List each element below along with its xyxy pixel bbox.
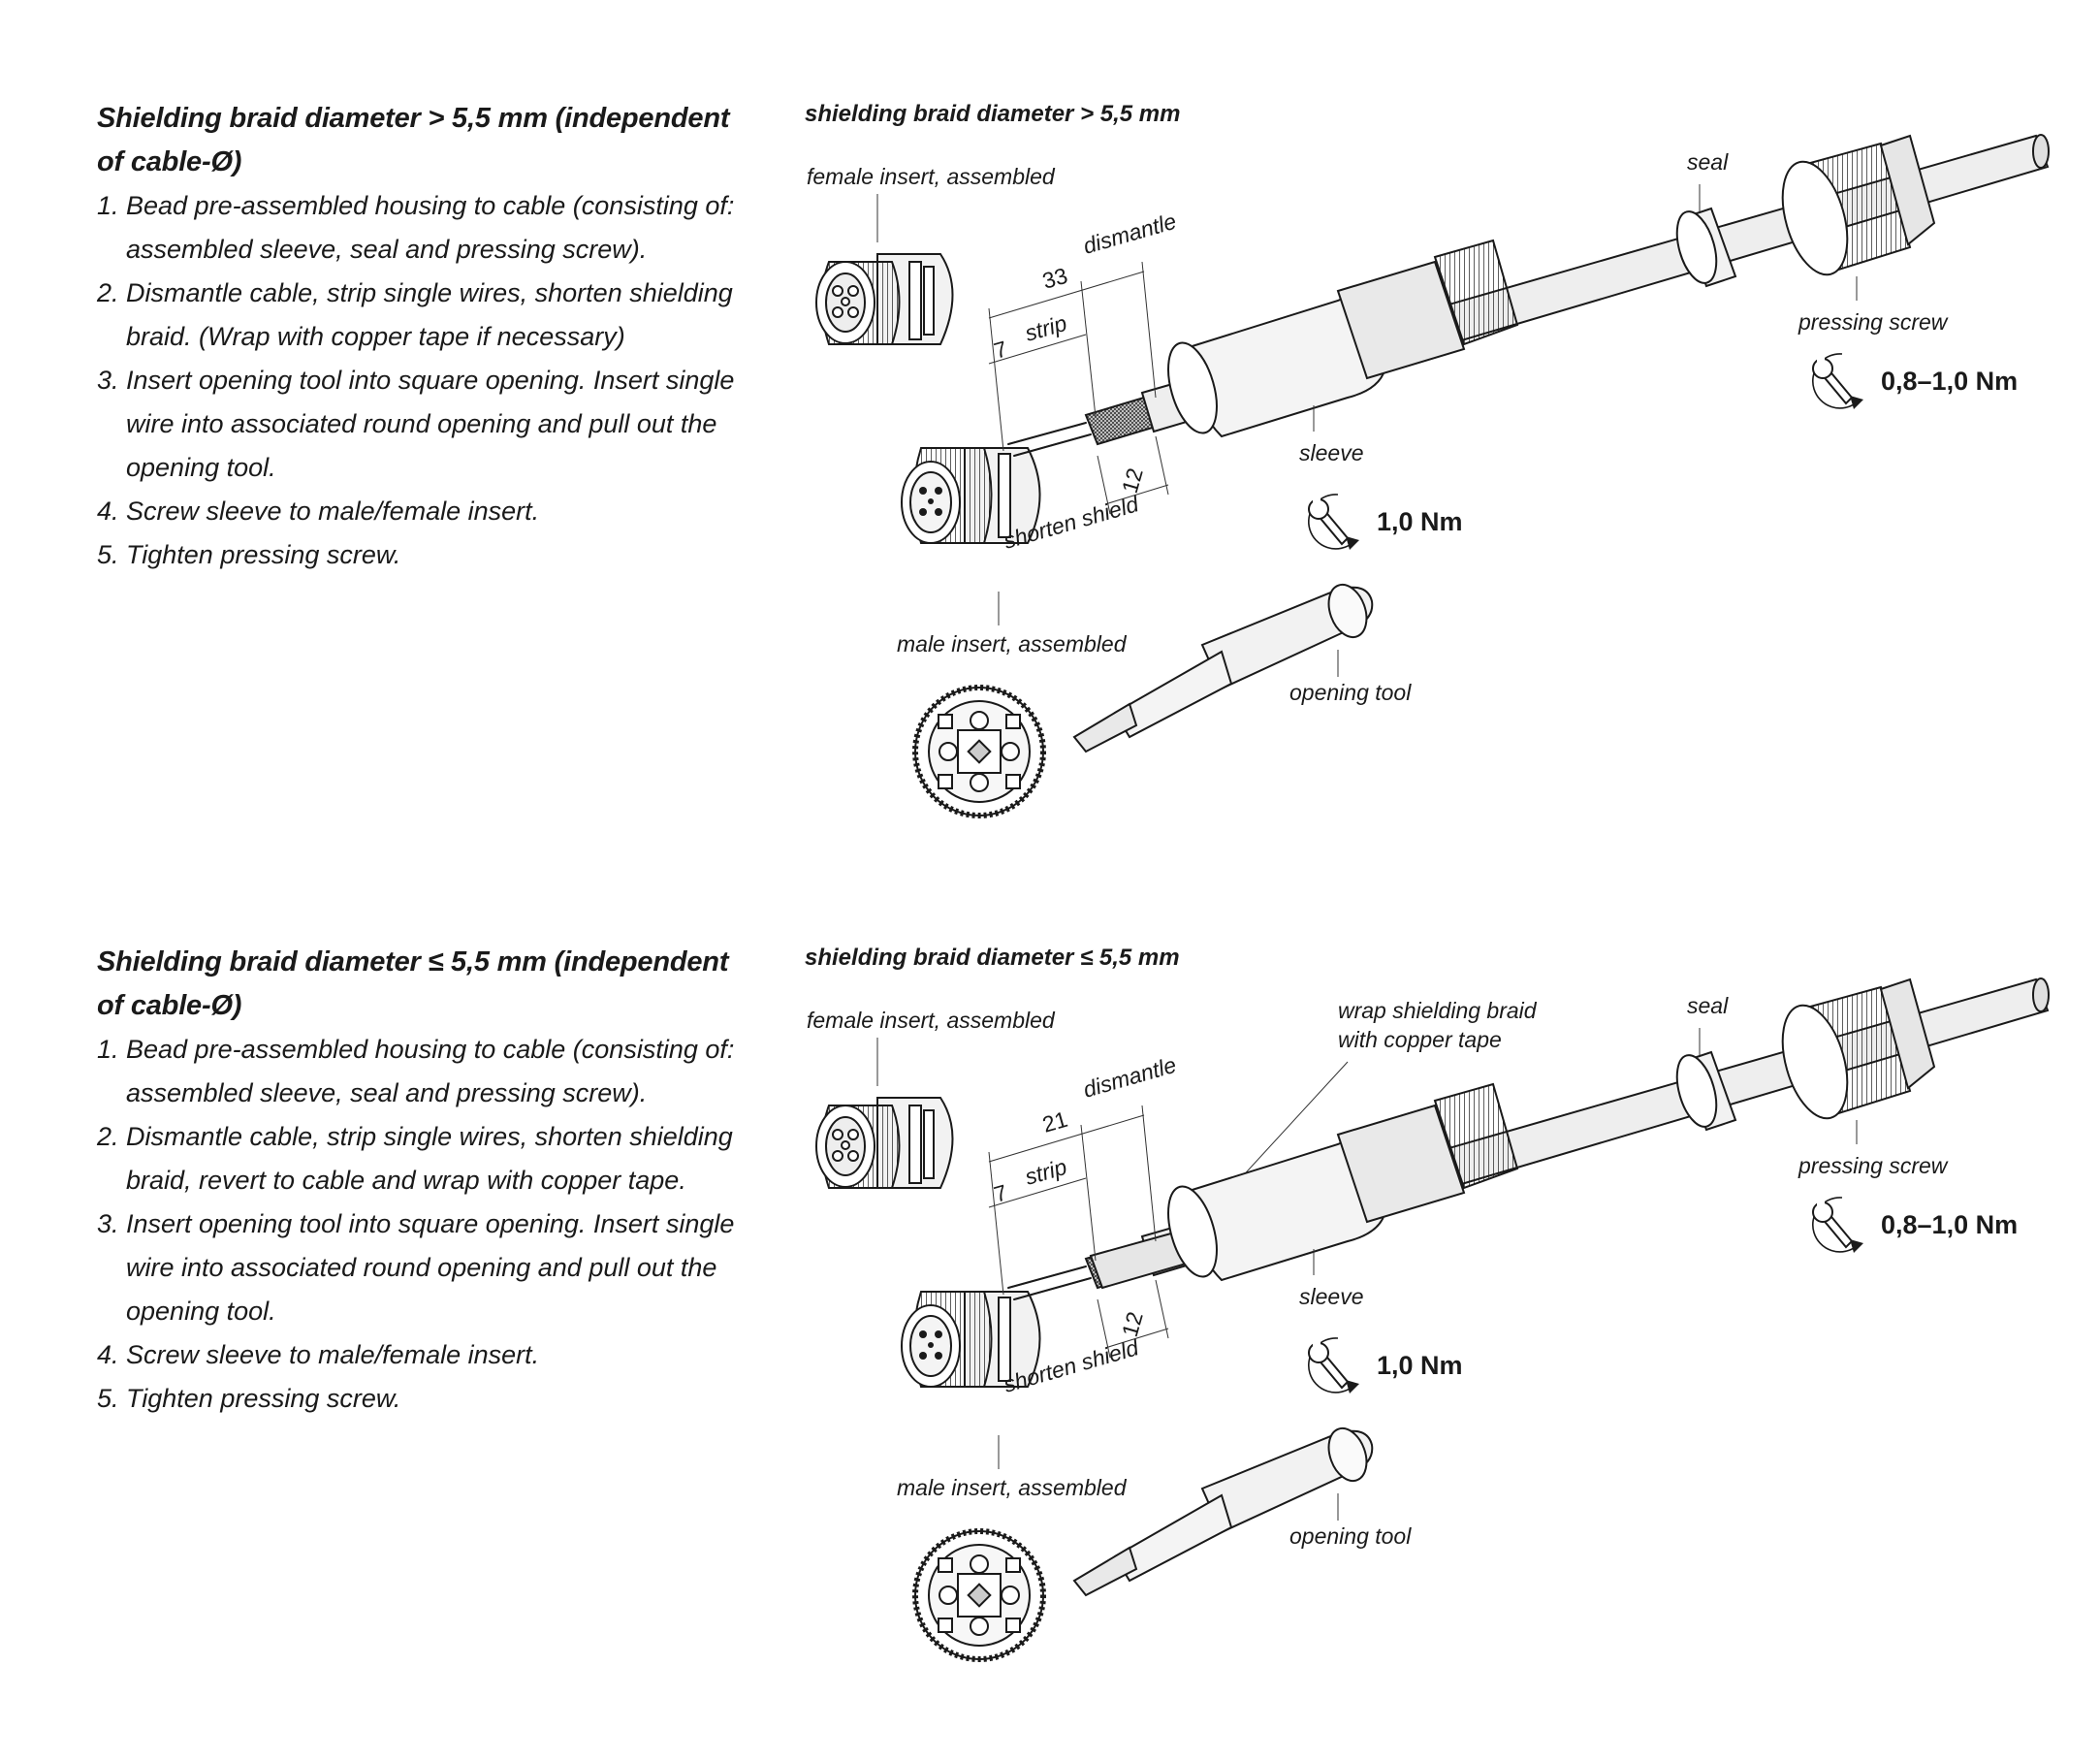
- step-number: 3.: [97, 1209, 119, 1238]
- diagram-title: shielding braid diameter ≤ 5,5 mm: [805, 945, 1180, 971]
- seal: seal: [1675, 993, 1737, 1132]
- step-text: Tighten pressing screw.: [126, 540, 401, 569]
- male-insert-label: male insert, assembled: [897, 631, 1128, 657]
- step-item: 3.Insert opening tool into square openin…: [97, 1202, 756, 1333]
- step-item: 5.Tighten pressing screw.: [97, 533, 756, 577]
- torque-sleeve: 1,0 Nm: [1308, 1337, 1463, 1394]
- step-item: 1.Bead pre-assembled housing to cable (c…: [97, 184, 756, 272]
- section-heading: Shielding braid diameter > 5,5 mm (indep…: [97, 103, 730, 177]
- step-number: 1.: [97, 1035, 119, 1064]
- step-number: 4.: [97, 1340, 119, 1369]
- dismantle-length: 33: [1039, 263, 1070, 294]
- step-number: 2.: [97, 278, 119, 307]
- step-item: 4.Screw sleeve to male/female insert.: [97, 490, 756, 533]
- step-number: 3.: [97, 366, 119, 395]
- sleeve: sleeve: [1167, 239, 1519, 465]
- female-insert: female insert, assembled: [807, 164, 1056, 345]
- step-text: Bead pre-assembled housing to cable (con…: [126, 1035, 735, 1107]
- opening-tool-label: opening tool: [1289, 680, 1412, 705]
- section-heading: Shielding braid diameter ≤ 5,5 mm (indep…: [97, 946, 729, 1021]
- opening-tool: opening tool: [1072, 1426, 1412, 1597]
- diagram-title: shielding braid diameter > 5,5 mm: [805, 101, 1180, 127]
- female-insert: female insert, assembled: [807, 1008, 1056, 1189]
- male-insert: [901, 447, 1041, 625]
- torque-pressing-screw: 0,8–1,0 Nm: [1812, 1197, 2018, 1253]
- seal: seal: [1675, 149, 1737, 288]
- sleeve: sleeve: [1167, 1082, 1519, 1309]
- step-item: 4.Screw sleeve to male/female insert.: [97, 1333, 756, 1377]
- seal-label: seal: [1687, 993, 1729, 1018]
- pressing-screw: pressing screw: [1781, 134, 1949, 335]
- female-insert-label: female insert, assembled: [807, 1008, 1056, 1033]
- torque-pressing-screw-value: 0,8–1,0 Nm: [1881, 1210, 2018, 1239]
- male-insert-label: male insert, assembled: [897, 1475, 1128, 1500]
- step-item: 5.Tighten pressing screw.: [97, 1377, 756, 1421]
- rotate-arrow-icon: [1346, 1380, 1359, 1394]
- step-number: 4.: [97, 497, 119, 526]
- torque-pressing-screw: 0,8–1,0 Nm: [1812, 353, 2018, 409]
- torque-sleeve: 1,0 Nm: [1308, 494, 1463, 550]
- rotate-arrow-icon: [1850, 396, 1863, 409]
- wrench-icon: [1308, 1341, 1350, 1390]
- step-list: 1.Bead pre-assembled housing to cable (c…: [97, 184, 756, 577]
- insert-rear-view: [912, 1528, 1046, 1662]
- wrench-icon: [1812, 357, 1854, 405]
- dismantle-length: 21: [1039, 1106, 1070, 1137]
- step-item: 2.Dismantle cable, strip single wires, s…: [97, 272, 756, 359]
- step-text: Dismantle cable, strip single wires, sho…: [126, 1122, 733, 1195]
- dismantle-label: dismantle: [1080, 208, 1179, 259]
- rotate-arrow-icon: [1850, 1239, 1863, 1253]
- wrench-icon: [1812, 1201, 1854, 1249]
- sleeve-label: sleeve: [1299, 440, 1363, 465]
- strip-label: strip: [1022, 1154, 1069, 1190]
- step-text: Tighten pressing screw.: [126, 1384, 401, 1413]
- step-number: 5.: [97, 1384, 119, 1413]
- step-text: Dismantle cable, strip single wires, sho…: [126, 278, 733, 351]
- torque-sleeve-value: 1,0 Nm: [1377, 1351, 1463, 1380]
- instructions-block: Shielding braid diameter > 5,5 mm (indep…: [97, 97, 756, 577]
- assembly-section-large-braid: Shielding braid diameter > 5,5 mm (indep…: [0, 0, 2100, 853]
- step-text: Insert opening tool into square opening.…: [126, 366, 735, 482]
- opening-tool: opening tool: [1072, 583, 1412, 753]
- torque-pressing-screw-value: 0,8–1,0 Nm: [1881, 367, 2018, 396]
- step-number: 1.: [97, 191, 119, 220]
- opening-tool-label: opening tool: [1289, 1523, 1412, 1549]
- step-text: Screw sleeve to male/female insert.: [126, 1340, 540, 1369]
- assembly-drawing: shielding braid diameter > 5,5 mm female…: [805, 101, 2050, 818]
- step-number: 5.: [97, 540, 119, 569]
- pressing-screw-label: pressing screw: [1798, 1153, 1949, 1178]
- female-insert-label: female insert, assembled: [807, 164, 1056, 189]
- strip-label: strip: [1022, 310, 1069, 346]
- pressing-screw-label: pressing screw: [1798, 309, 1949, 335]
- pressing-screw: pressing screw: [1781, 977, 1949, 1178]
- male-insert: [901, 1291, 1041, 1469]
- step-text: Screw sleeve to male/female insert.: [126, 497, 540, 526]
- step-text: Insert opening tool into square opening.…: [126, 1209, 735, 1326]
- step-item: 1.Bead pre-assembled housing to cable (c…: [97, 1028, 756, 1115]
- dismantle-label: dismantle: [1080, 1052, 1179, 1103]
- step-number: 2.: [97, 1122, 119, 1151]
- assembly-section-small-braid: Shielding braid diameter ≤ 5,5 mm (indep…: [0, 844, 2100, 1697]
- step-text: Bead pre-assembled housing to cable (con…: [126, 191, 735, 264]
- rotate-arrow-icon: [1346, 536, 1359, 550]
- step-item: 2.Dismantle cable, strip single wires, s…: [97, 1115, 756, 1202]
- torque-sleeve-value: 1,0 Nm: [1377, 507, 1463, 536]
- assembly-drawing: shielding braid diameter ≤ 5,5 mm female…: [805, 945, 2050, 1662]
- step-item: 3.Insert opening tool into square openin…: [97, 359, 756, 490]
- step-list: 1.Bead pre-assembled housing to cable (c…: [97, 1028, 756, 1421]
- sleeve-label: sleeve: [1299, 1284, 1363, 1309]
- insert-rear-view: [912, 685, 1046, 818]
- seal-label: seal: [1687, 149, 1729, 175]
- instructions-block: Shielding braid diameter ≤ 5,5 mm (indep…: [97, 941, 756, 1421]
- wrench-icon: [1308, 497, 1350, 546]
